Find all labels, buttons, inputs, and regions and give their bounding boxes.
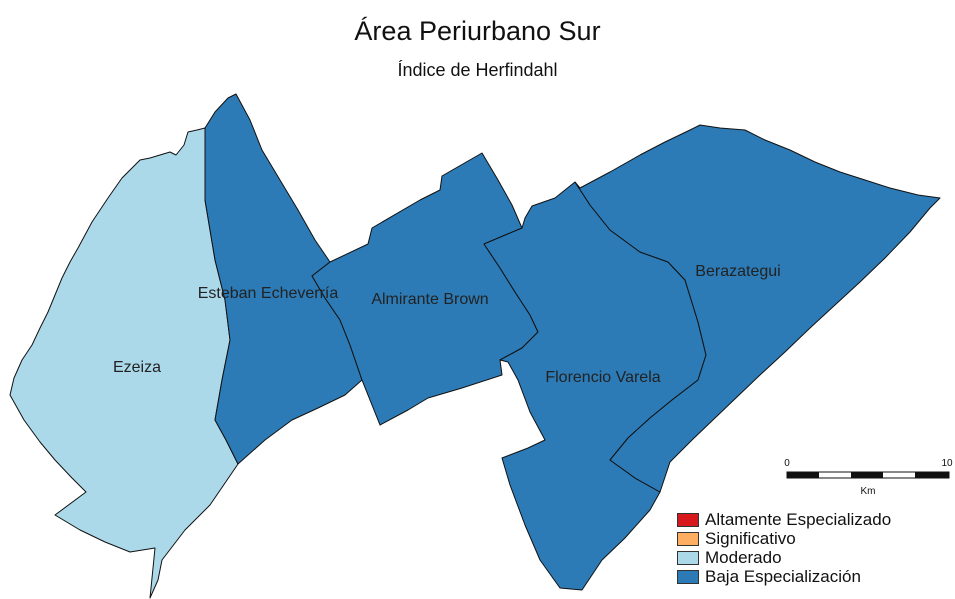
legend-item: Baja Especialización [677,567,891,586]
legend-item: Moderado [677,548,891,567]
legend-label: Altamente Especializado [705,510,892,529]
map-title: Área Periurbano Sur [354,16,601,46]
label-berazategui: Berazategui [695,263,780,280]
scale-max: 10 [941,458,953,469]
legend-swatch [677,569,699,584]
legend-item: Altamente Especializado [677,510,891,529]
legend-swatch [677,512,699,527]
district-berazategui[interactable] [574,124,941,493]
legend-item: Significativo [677,529,891,548]
legend-label: Significativo [705,529,796,548]
legend-label: Baja Especialización [705,567,861,586]
label-ezeiza: Ezeiza [113,359,161,376]
scale-min: 0 [784,458,790,469]
legend-swatch [677,531,699,546]
label-florencio-varela: Florencio Varela [545,369,660,386]
legend-label: Moderado [705,548,782,567]
map-subtitle: Índice de Herfindahl [397,60,558,80]
label-esteban-echeverria: Esteban Echeverría [198,285,339,302]
legend-swatch [677,550,699,565]
label-almirante-brown: Almirante Brown [371,291,488,308]
scale-unit: Km [861,486,876,497]
district-ezeiza[interactable] [9,127,239,599]
scale-bar: 0 10 Km [784,458,953,497]
